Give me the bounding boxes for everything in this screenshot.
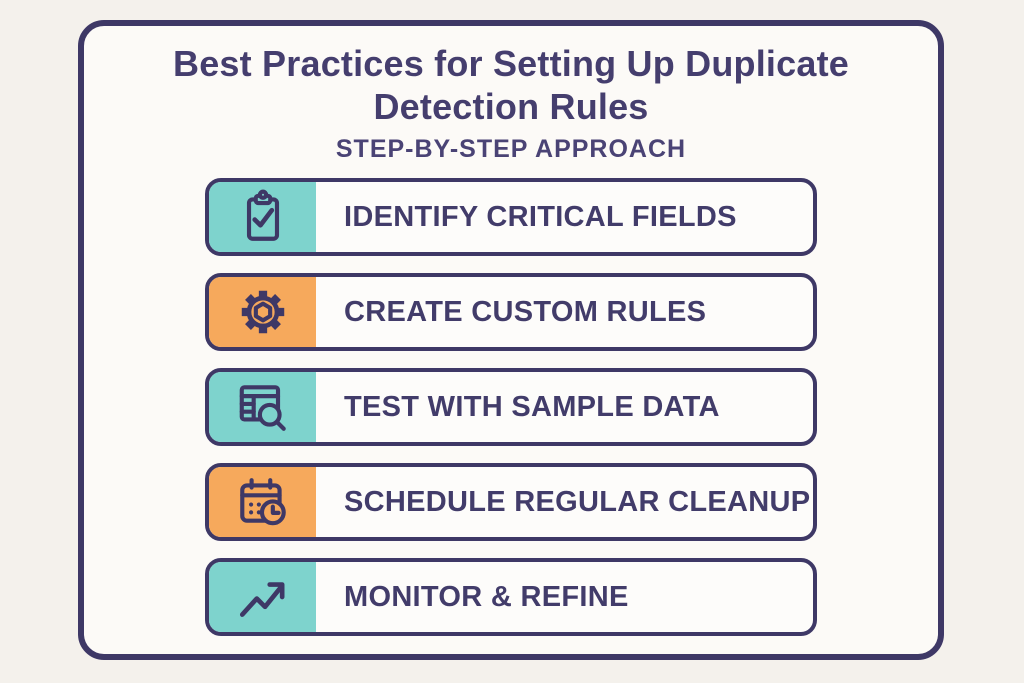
gear-icon xyxy=(241,290,284,334)
infographic-frame: Best Practices for Setting Up Duplicate … xyxy=(78,20,944,660)
step-label: IDENTIFY CRITICAL FIELDS xyxy=(344,200,737,233)
step-row-test-with-sample-data: TEST WITH SAMPLE DATA xyxy=(205,368,817,446)
step-icon-box xyxy=(209,277,316,347)
step-row-identify-critical-fields: IDENTIFY CRITICAL FIELDS xyxy=(205,178,817,256)
step-label: TEST WITH SAMPLE DATA xyxy=(344,390,720,423)
page-subtitle: STEP-BY-STEP APPROACH xyxy=(335,135,687,163)
step-icon-box xyxy=(209,562,316,632)
table-search-icon xyxy=(239,385,286,431)
step-label: MONITOR & REFINE xyxy=(344,580,629,613)
step-icon-box xyxy=(209,467,316,537)
step-icon-box xyxy=(209,182,316,252)
step-icon-box xyxy=(209,372,316,442)
step-label: SCHEDULE REGULAR CLEANUP xyxy=(344,485,811,518)
page-title-line2: Detection Rules xyxy=(373,86,649,127)
clipboard-check-icon xyxy=(246,189,279,241)
calendar-clock-icon xyxy=(239,478,286,526)
steps-list: IDENTIFY CRITICAL FIELDS xyxy=(205,178,817,636)
step-row-schedule-regular-cleanup: SCHEDULE REGULAR CLEANUP xyxy=(205,463,817,541)
page-title-line1: Best Practices for Setting Up Duplicate xyxy=(173,43,849,84)
page-title: Best Practices for Setting Up Duplicate … xyxy=(84,42,938,128)
trend-up-icon xyxy=(239,582,284,617)
step-row-create-custom-rules: CREATE CUSTOM RULES xyxy=(205,273,817,351)
step-label: CREATE CUSTOM RULES xyxy=(344,295,707,328)
step-row-monitor-and-refine: MONITOR & REFINE xyxy=(205,558,817,636)
